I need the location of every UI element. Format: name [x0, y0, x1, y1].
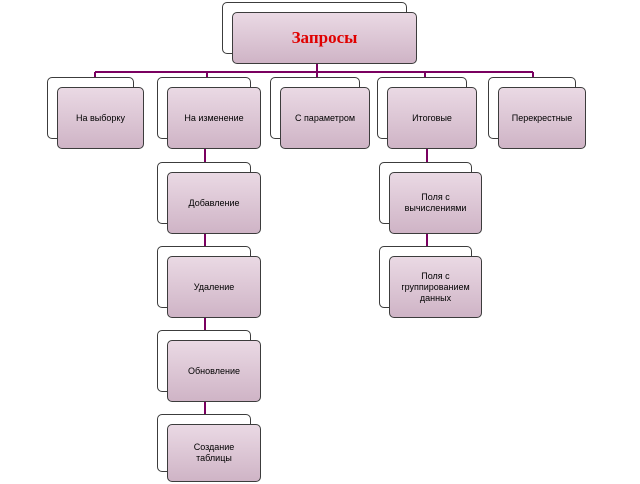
category-select: На выборку	[47, 77, 144, 149]
category-crosstab-label: Перекрестные	[498, 87, 586, 149]
category-summary-label: Итоговые	[387, 87, 477, 149]
change-child-update: Обновление	[157, 330, 261, 402]
change-child-delete-label: Удаление	[167, 256, 261, 318]
summary-child-grouping: Поля с группированием данных	[379, 246, 482, 318]
category-parameter-label: С параметром	[280, 87, 370, 149]
root-label: Запросы	[232, 12, 417, 64]
summary-child-grouping-label: Поля с группированием данных	[389, 256, 482, 318]
summary-child-computed-label: Поля с вычислениями	[389, 172, 482, 234]
category-change-label: На изменение	[167, 87, 261, 149]
change-child-add-label: Добавление	[167, 172, 261, 234]
change-child-add: Добавление	[157, 162, 261, 234]
summary-child-computed: Поля с вычислениями	[379, 162, 482, 234]
category-summary: Итоговые	[377, 77, 477, 149]
change-child-create-table-label: Создание таблицы	[167, 424, 261, 482]
change-child-update-label: Обновление	[167, 340, 261, 402]
category-change: На изменение	[157, 77, 261, 149]
category-select-label: На выборку	[57, 87, 144, 149]
change-child-create-table: Создание таблицы	[157, 414, 261, 482]
change-child-delete: Удаление	[157, 246, 261, 318]
category-parameter: С параметром	[270, 77, 370, 149]
root-node: Запросы	[222, 2, 417, 64]
category-crosstab: Перекрестные	[488, 77, 586, 149]
